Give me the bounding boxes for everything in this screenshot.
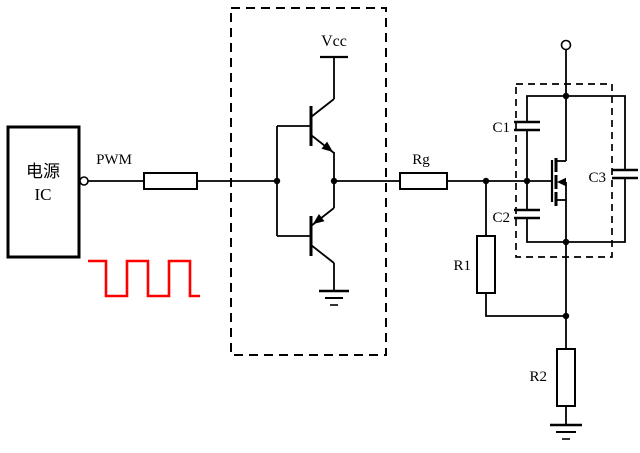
rg-label: Rg bbox=[412, 152, 430, 168]
vcc-label: Vcc bbox=[321, 33, 347, 50]
mosfet-icon bbox=[550, 158, 566, 206]
capacitor-c2: C2 bbox=[492, 181, 566, 243]
c3-label: C3 bbox=[588, 170, 606, 186]
driver-dashed-box bbox=[230, 7, 387, 356]
c3-top-lead bbox=[566, 95, 626, 170]
pwm-label: PWM bbox=[96, 152, 132, 168]
c1-top-lead bbox=[526, 95, 566, 122]
r2-label: R2 bbox=[529, 369, 547, 385]
pnp-collector bbox=[310, 244, 335, 264]
output-ground-icon bbox=[550, 423, 582, 440]
r1-branch: R1 bbox=[453, 181, 566, 317]
pnp-transistor bbox=[277, 181, 335, 291]
power-ic-label-line2: IC bbox=[35, 185, 52, 204]
r2-branch: R2 bbox=[529, 316, 582, 440]
power-ic-label-line1: 电源 bbox=[26, 162, 60, 181]
pwm-waveform bbox=[88, 259, 200, 298]
capacitor-c1: C1 bbox=[492, 95, 566, 181]
driver-stage: Vcc bbox=[230, 7, 387, 356]
r1-label: R1 bbox=[453, 258, 471, 274]
npn-transistor bbox=[277, 98, 335, 181]
power-ic-block: 电源 IC bbox=[6, 125, 89, 259]
npn-emitter-arrow bbox=[321, 141, 333, 152]
driver-ground-icon bbox=[319, 289, 349, 306]
capacitor-c3: C3 bbox=[566, 95, 638, 243]
junction-dot bbox=[273, 177, 281, 185]
drain-terminal bbox=[560, 39, 572, 51]
series-resistor bbox=[143, 172, 198, 190]
r1-bottom-wire bbox=[485, 293, 566, 317]
c3-bottom-lead bbox=[566, 178, 626, 243]
c2-label: C2 bbox=[492, 210, 510, 226]
r2-resistor bbox=[556, 348, 576, 407]
rg-resistor bbox=[399, 172, 448, 190]
c1-label: C1 bbox=[492, 120, 510, 136]
mosfet-block: C1 C2 C3 bbox=[492, 39, 638, 316]
pnp-emitter-arrow bbox=[313, 214, 325, 224]
pwm-output-terminal bbox=[79, 176, 89, 186]
mosfet-body-arrow bbox=[557, 177, 566, 187]
r1-resistor bbox=[476, 235, 496, 294]
power-ic-box bbox=[6, 125, 81, 259]
npn-collector bbox=[310, 98, 335, 118]
c2-bottom-lead bbox=[526, 218, 566, 243]
